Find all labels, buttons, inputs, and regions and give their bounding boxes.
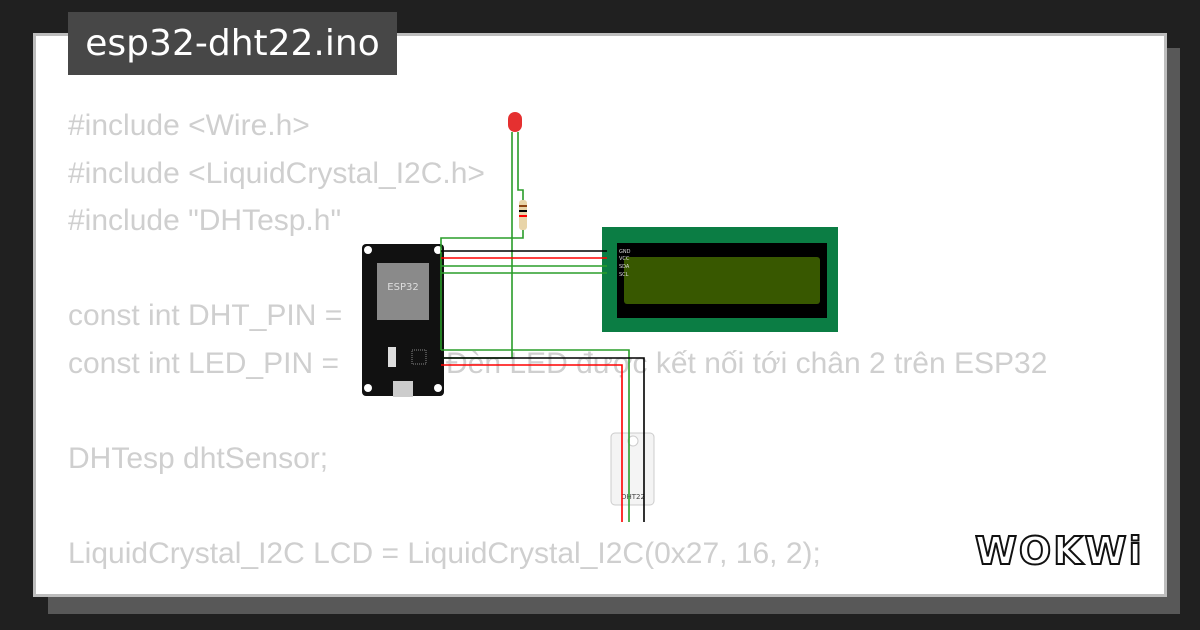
lcd-pin-label: SDA [619,264,630,270]
lcd-pin-label: VCC [619,256,630,262]
code-line: #include "DHTesp.h" [68,204,342,238]
code-line: const int LED_PIN = [68,346,339,380]
wokwi-logo: WOKWi [974,528,1150,577]
code-line: DHTesp dhtSensor; [68,442,329,476]
dht22-sensor: DHT22 [610,432,655,506]
code-preview: #include <Wire.h> #include <LiquidCrystal… [68,102,821,578]
code-line: LiquidCrystal_I2C LCD = LiquidCrystal_I2… [68,537,821,571]
file-title: esp32-dht22.ino [68,12,397,75]
led-comment: Đèn LED được kết nối tới chân 2 trên ESP… [446,347,1048,380]
lcd-pin-label: SCL [619,272,629,278]
lcd-display: GND VCC SDA SCL [602,227,838,332]
board-label: ESP32 [387,282,418,293]
sensor-label: DHT22 [621,493,645,501]
code-line: const int DHT_PIN = [68,299,343,333]
code-line: #include <Wire.h> [68,109,310,142]
resistor [519,200,527,230]
svg-text:WOKWi: WOKWi [975,529,1144,573]
preview-card [33,33,1167,597]
code-line: #include <LiquidCrystal_I2C.h> [68,156,485,190]
lcd-pin-label: GND [619,249,631,255]
wires [440,132,645,522]
red-led [508,112,522,132]
esp32-board: ESP32 [362,244,444,397]
